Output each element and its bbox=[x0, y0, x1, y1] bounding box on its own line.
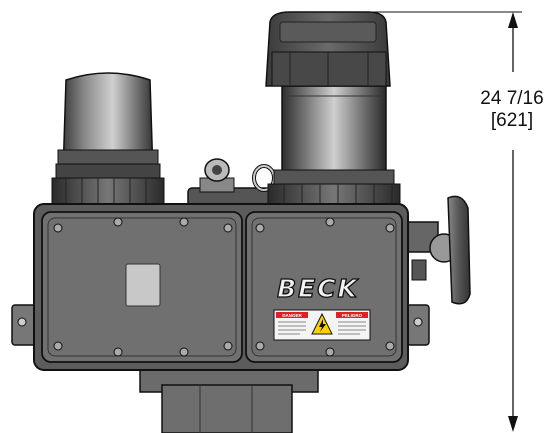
handwheel bbox=[403, 195, 471, 305]
arrow-up-icon bbox=[508, 12, 518, 28]
dimension-fraction: 24 7/16 bbox=[480, 88, 544, 109]
bottom-mount bbox=[139, 361, 319, 433]
warning-label: DANGER PELIGRO bbox=[273, 309, 371, 341]
right-cylinder bbox=[267, 85, 401, 207]
dimension-metric: [621] bbox=[490, 110, 534, 131]
window-plate bbox=[125, 263, 161, 307]
warning-right-text: PELIGRO bbox=[342, 313, 363, 318]
dimension-line bbox=[370, 11, 522, 432]
brand-logo: BECK bbox=[277, 274, 359, 303]
left-cylinder bbox=[51, 72, 165, 207]
right-bracket bbox=[406, 304, 430, 346]
warning-left-text: DANGER bbox=[282, 313, 302, 318]
left-cover bbox=[41, 211, 243, 363]
arrow-down-icon bbox=[508, 416, 518, 432]
right-cylinder-cap bbox=[265, 11, 391, 87]
lifting-eye bbox=[187, 158, 276, 207]
